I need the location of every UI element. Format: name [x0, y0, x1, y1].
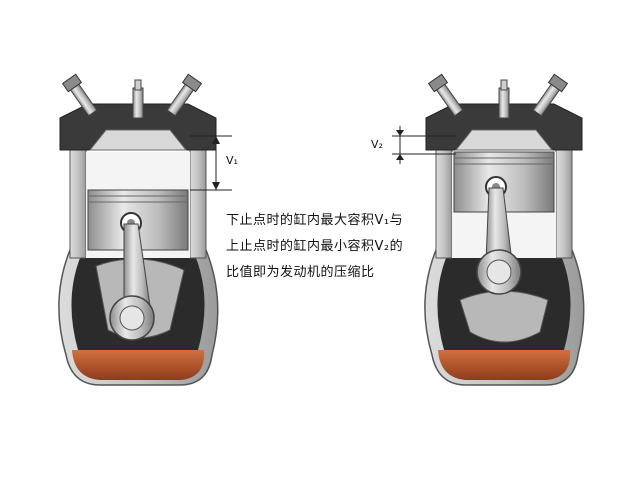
caption-line-1: 下止点时的缸内最大容积V₁与	[226, 213, 404, 228]
engine-left: V₁	[58, 73, 238, 386]
intake-valve-right	[427, 73, 464, 117]
exhaust-valve-left	[166, 73, 203, 117]
oil-sump-right	[438, 350, 571, 380]
spark-plug-right	[498, 79, 510, 119]
cylinder-wall-right-r	[555, 139, 573, 259]
spark-plug-left	[132, 79, 144, 119]
engine-right: V₂	[371, 73, 585, 386]
caption-line-2: 上止点时的缸内最小容积V₂的	[226, 239, 404, 254]
exhaust-valve-right	[532, 73, 569, 117]
combustion-chamber-right	[454, 129, 554, 151]
intake-valve-left	[61, 73, 98, 117]
combustion-chamber-left	[88, 129, 188, 151]
v1-label: V₁	[226, 154, 238, 167]
v1-dimension: V₁	[190, 135, 238, 191]
v2-label: V₂	[371, 138, 383, 151]
cylinder-wall-right-l	[435, 139, 453, 259]
v2-dimension: V₂	[371, 126, 456, 164]
caption-line-3: 比值即为发动机的压缩比	[226, 265, 375, 280]
cylinder-wall-right-side	[189, 139, 207, 259]
crank-counterweight-right	[459, 290, 549, 343]
oil-sump-left	[72, 350, 205, 380]
cylinder-wall-left-side	[69, 139, 87, 259]
